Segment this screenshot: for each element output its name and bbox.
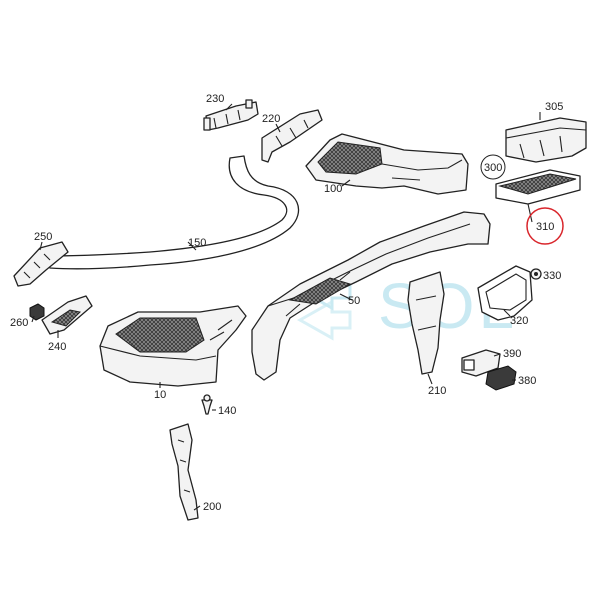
part-310-cabin-filter (495, 169, 581, 205)
part-100-cover (305, 133, 469, 195)
callout-260: 260 (10, 317, 28, 329)
part-390-sensor (461, 349, 501, 377)
callout-50: 50 (348, 295, 360, 307)
callout-330: 330 (543, 270, 561, 282)
callout-300: 300 (484, 162, 502, 174)
part-140-clip (201, 394, 213, 415)
part-320-frame (477, 265, 533, 321)
part-240-bracket (41, 295, 93, 335)
callout-380: 380 (518, 375, 536, 387)
part-250-bracket (13, 241, 69, 287)
callout-390: 390 (503, 348, 521, 360)
part-50-duct (251, 211, 491, 381)
callout-305: 305 (545, 101, 563, 113)
part-230-bracket (203, 99, 259, 131)
callout-250: 250 (34, 231, 52, 243)
callout-140: 140 (218, 405, 236, 417)
callout-10: 10 (154, 389, 166, 401)
callout-320: 320 (510, 315, 528, 327)
part-10-panel (99, 305, 247, 387)
callout-240: 240 (48, 341, 66, 353)
callout-200: 200 (203, 501, 221, 513)
part-380-actuator (485, 365, 517, 391)
callout-310: 310 (536, 221, 554, 233)
callout-230: 230 (206, 93, 224, 105)
part-305-filter-housing (505, 117, 587, 163)
part-150-hose (45, 155, 300, 270)
callout-labels: 230 220 150 100 305 300 310 250 260 240 … (10, 93, 563, 513)
highlight-circle (526, 207, 564, 245)
callout-300-circle (480, 154, 506, 180)
callout-220: 220 (262, 113, 280, 125)
part-330-nut (530, 268, 542, 280)
part-200-strip (169, 423, 199, 521)
part-210-bracket (407, 271, 445, 375)
part-260-nut (29, 303, 45, 321)
callout-150: 150 (188, 237, 206, 249)
callout-210: 210 (428, 385, 446, 397)
part-220-bracket (261, 109, 323, 163)
callout-100: 100 (324, 183, 342, 195)
